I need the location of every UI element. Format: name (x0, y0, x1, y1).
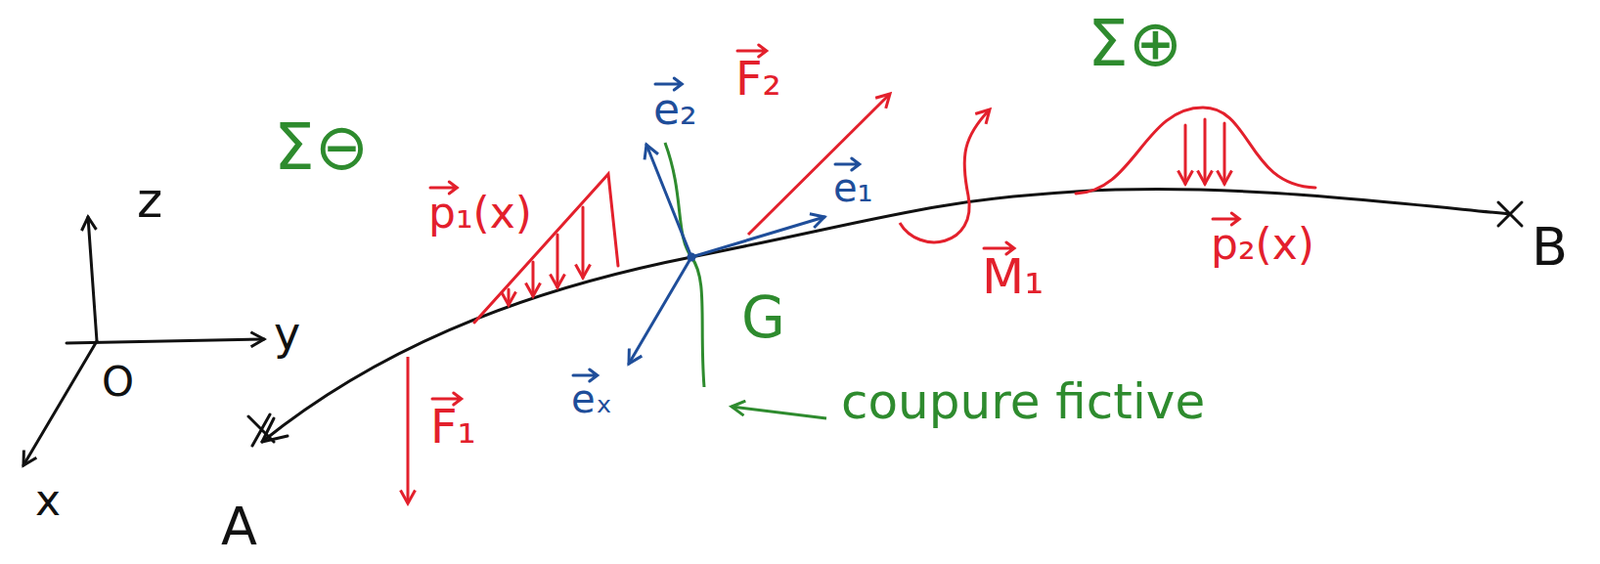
force-label: F₁ (430, 402, 477, 450)
local-frame (628, 144, 825, 364)
load-arrow (1203, 119, 1207, 184)
subsystem-label: Σ⊖ (273, 115, 369, 180)
origin-label: O (101, 361, 134, 403)
moment-arrow (899, 109, 990, 243)
point-g (688, 254, 695, 261)
axis-label: y (273, 311, 301, 356)
moment-label: M₁ (981, 252, 1044, 302)
note-label: coupure fictive (841, 377, 1205, 427)
vector-label: e₂ (653, 88, 698, 132)
cut-line (665, 142, 705, 388)
frame-vector (691, 217, 825, 258)
load-arrow (581, 207, 585, 278)
axis-label: z (136, 176, 163, 225)
point-label: G (741, 289, 786, 347)
axis-label: x (35, 479, 61, 523)
force-arrow (406, 356, 410, 504)
distributed-load (1075, 107, 1316, 194)
frame-vector (646, 144, 692, 258)
z-axis (88, 217, 97, 342)
force-arrow (748, 93, 890, 235)
load-arrow (556, 234, 560, 288)
load-label: p₁(x) (428, 191, 533, 235)
support-cross (248, 414, 274, 446)
load-outline (1075, 107, 1316, 194)
load-arrow (1223, 123, 1227, 184)
axes (23, 217, 265, 466)
force-label: F₂ (735, 54, 782, 102)
frame-vector (628, 257, 692, 364)
load-arrow (532, 262, 535, 297)
support-cross (1498, 202, 1522, 226)
load-arrow (1184, 125, 1188, 184)
x-axis (23, 341, 97, 466)
point-label: A (221, 500, 258, 554)
load-arrow (507, 289, 511, 306)
subsystem-label: Σ⊕ (1087, 11, 1183, 77)
point-label: B (1531, 221, 1568, 274)
vector-label: eₓ (571, 379, 613, 419)
pointer-arrow (731, 406, 827, 419)
load-label: p₂(x) (1210, 222, 1315, 267)
vector-label: e₁ (833, 168, 874, 208)
